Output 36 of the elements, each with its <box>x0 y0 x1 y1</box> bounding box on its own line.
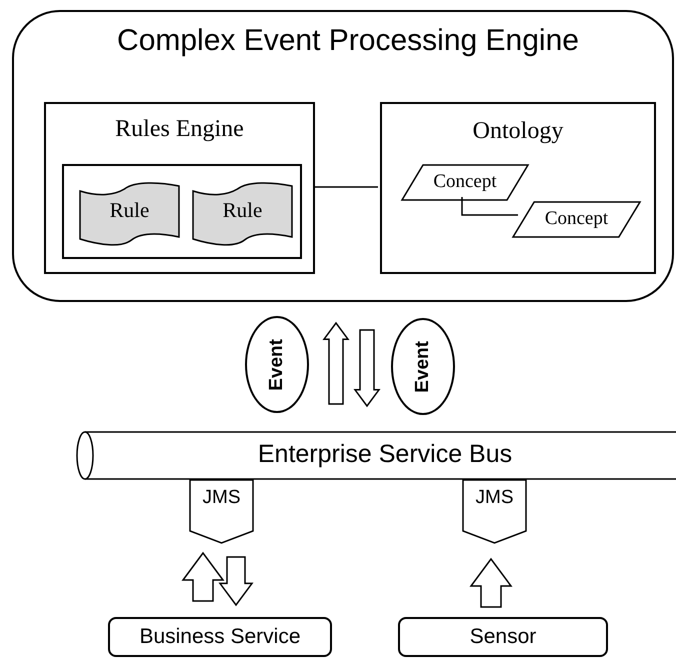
node-label: JMS <box>202 487 240 508</box>
event-ellipse <box>245 316 309 413</box>
sensor-box <box>398 617 608 657</box>
block-arrow <box>322 322 350 405</box>
node-label: Event <box>412 340 434 392</box>
node-label: Enterprise Service Bus <box>258 440 512 468</box>
node-label: Business Service <box>139 625 301 648</box>
block-arrow <box>218 556 254 606</box>
node-label: Concept <box>433 171 497 192</box>
node-label: Event <box>266 338 288 390</box>
node-label: Rule <box>110 198 150 222</box>
node-label: Concept <box>544 208 608 229</box>
node-label: Rules Engine <box>115 116 244 142</box>
connector-line <box>313 186 378 188</box>
node-label: Complex Event Processing Engine <box>117 24 579 57</box>
event-ellipse <box>391 318 455 415</box>
rules-container-box <box>62 164 302 259</box>
rules-engine-box <box>44 102 315 274</box>
concept-parallelogram <box>401 164 529 201</box>
connector-line <box>461 197 518 216</box>
node-label: JMS <box>476 487 514 508</box>
block-arrow <box>354 329 380 408</box>
rule-document <box>79 181 180 246</box>
ontology-box <box>380 102 656 274</box>
engine-container <box>12 10 674 302</box>
node-label: Ontology <box>472 118 564 144</box>
node-label: Rule <box>222 198 262 222</box>
block-arrow <box>470 558 512 608</box>
block-arrow <box>182 552 224 602</box>
business-service-box <box>108 617 332 657</box>
jms-connector <box>189 480 254 544</box>
service-bus-pipe <box>76 431 676 480</box>
rule-document <box>192 181 293 246</box>
node-label: Sensor <box>470 625 536 648</box>
jms-connector <box>462 480 527 544</box>
concept-parallelogram <box>512 201 641 238</box>
